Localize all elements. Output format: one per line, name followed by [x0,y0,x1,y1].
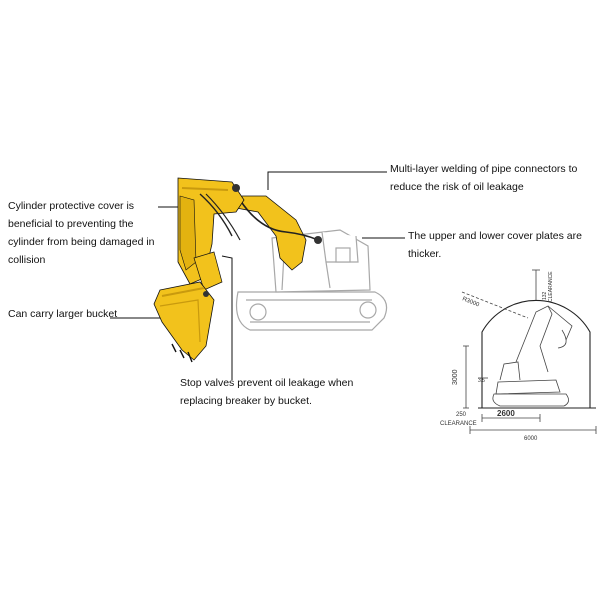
dim-top-clearance-label: CLEARANCE [548,271,554,302]
callout-stop-valves: Stop valves prevent oil leakage when rep… [180,377,354,407]
dim-width: 2600 [497,409,515,418]
leader-lines [110,171,405,380]
bucket [153,281,215,361]
cylinder-cover [179,195,197,271]
callout-pipe-welding: Multi-layer welding of pipe connectors t… [390,163,578,193]
dim-side-clearance-label: CLEARANCE [440,421,477,427]
tunnel-outline [481,299,591,408]
dim-small: 3.5 [478,378,485,384]
dim-top-clearance: 132 [542,291,548,300]
excavator-arm [153,177,322,363]
leader-weld [267,171,387,190]
excavator-body-sketch [235,229,388,331]
tunnel-clearance-drawing [461,269,597,434]
callout-cylinder-cover: Cylinder protective cover is beneficial … [8,200,155,266]
leader-valves [221,255,233,380]
dim-total-width: 6000 [524,436,538,442]
dim-side-clearance: 250 [456,412,467,418]
callout-cover-plates: The upper and lower cover plates are thi… [408,230,582,260]
boom [235,195,307,271]
callout-larger-bucket: Can carry larger bucket [8,308,118,320]
dim-height: 3000 [452,369,459,385]
